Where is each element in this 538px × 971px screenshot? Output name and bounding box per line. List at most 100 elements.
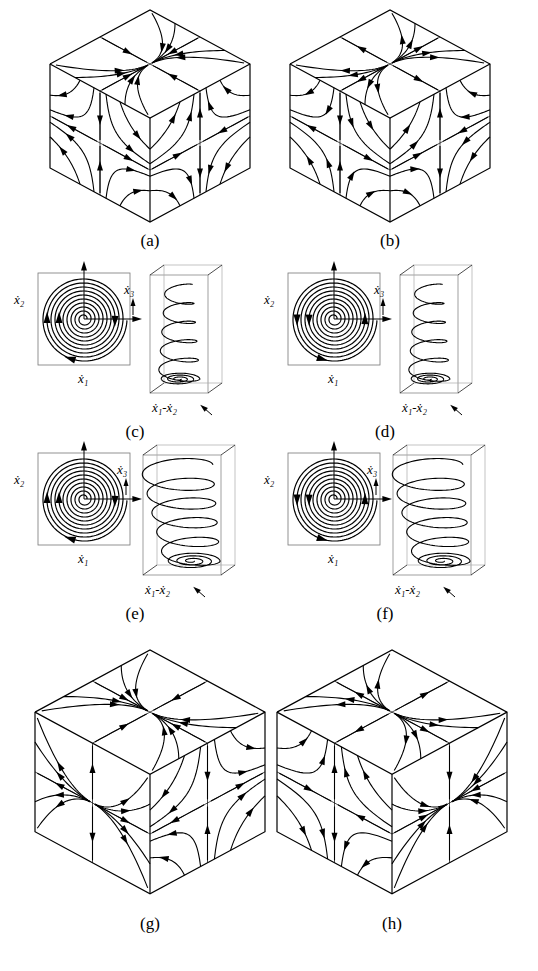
- arrowhead: [134, 75, 140, 85]
- trajectory: [290, 80, 320, 95]
- trajectory: [102, 38, 147, 62]
- arrowhead: [119, 693, 129, 700]
- trajectory: [102, 66, 147, 90]
- trajectory: [290, 122, 334, 192]
- arrowhead: [410, 166, 420, 172]
- box-edge: [458, 265, 472, 275]
- arrowhead: [437, 169, 443, 179]
- arrowhead: [344, 841, 350, 851]
- trajectory: [152, 57, 244, 63]
- trajectory: [341, 747, 392, 827]
- face-midline: [335, 681, 450, 743]
- trajectory: [35, 742, 90, 802]
- trajectory: [342, 38, 387, 62]
- trajectory: [392, 145, 437, 169]
- axis-label: ẋ₃: [374, 283, 384, 297]
- arrowhead: [337, 115, 343, 125]
- arrowhead: [366, 191, 376, 198]
- phase-spiral: [288, 261, 392, 365]
- cube-outline: [277, 712, 507, 774]
- arrowhead: [430, 54, 440, 60]
- trajectory: [446, 88, 490, 117]
- arrowhead: [56, 772, 65, 781]
- trajectory: [56, 65, 148, 71]
- arrowhead: [307, 125, 317, 132]
- helix-trajectory: [159, 284, 200, 384]
- trajectory: [279, 773, 331, 801]
- arrowhead: [363, 770, 370, 780]
- arrowhead: [132, 316, 142, 322]
- arrowhead: [159, 856, 169, 862]
- arrowhead: [468, 91, 478, 98]
- axis-label: ẋ₃: [124, 283, 134, 297]
- axis-line: [334, 319, 386, 320]
- arrowhead: [168, 191, 177, 200]
- arrowhead: [357, 46, 367, 53]
- trajectory: [337, 682, 389, 710]
- arrowhead: [218, 126, 228, 133]
- trajectory: [120, 102, 150, 149]
- trajectory: [50, 88, 94, 117]
- trajectory: [50, 122, 94, 192]
- arrowhead: [171, 693, 181, 700]
- arrowhead: [400, 34, 406, 44]
- box-edge: [208, 383, 222, 393]
- arrowhead: [120, 834, 127, 844]
- arrowhead: [348, 118, 354, 128]
- box-edge: [143, 445, 157, 455]
- cube-outline: [35, 650, 265, 894]
- arrowhead: [413, 46, 423, 53]
- axis-label: ẋ₂: [14, 473, 24, 487]
- arrowhead: [340, 68, 350, 74]
- trajectory: [95, 714, 147, 742]
- arrowhead: [133, 189, 143, 195]
- arrowhead: [319, 828, 325, 838]
- arrowhead: [44, 492, 51, 503]
- trajectory: [338, 805, 390, 833]
- arrowhead: [132, 688, 138, 698]
- phase-cube: [277, 650, 507, 894]
- arrowhead: [120, 816, 130, 823]
- trajectory: [220, 80, 250, 95]
- arrowhead: [409, 141, 418, 150]
- arrowhead: [303, 784, 313, 791]
- trajectory: [394, 713, 406, 770]
- arrowhead: [361, 859, 370, 868]
- face-midline: [93, 681, 208, 743]
- box-edge: [393, 565, 407, 575]
- spiral-trajectory: [43, 459, 127, 541]
- arrowhead: [55, 492, 62, 503]
- trajectory: [95, 804, 150, 864]
- trajectory: [452, 742, 507, 802]
- trajectory: [346, 94, 390, 164]
- arrowhead: [336, 701, 346, 707]
- axis-line: [84, 319, 136, 320]
- trajectory: [443, 117, 488, 141]
- arrowhead: [471, 784, 481, 791]
- trajectory: [52, 117, 97, 141]
- trajectory: [378, 654, 390, 711]
- arrowhead: [126, 166, 136, 172]
- arrowhead: [197, 108, 203, 118]
- arrowhead: [439, 717, 449, 723]
- arrowhead: [331, 261, 337, 271]
- axis-label: ẋ₁: [328, 552, 338, 566]
- arrowhead: [361, 493, 368, 504]
- arrowhead: [125, 144, 134, 153]
- arrowhead: [131, 298, 136, 306]
- trajectory: [214, 779, 265, 859]
- trajectory: [292, 117, 337, 141]
- arrowhead: [355, 725, 365, 732]
- arrowhead: [186, 175, 192, 185]
- arrowhead: [326, 158, 332, 168]
- panel-label: (d): [375, 423, 395, 442]
- panel-label: (h): [382, 915, 402, 934]
- trajectory: [277, 796, 312, 851]
- phase-box: [124, 445, 236, 597]
- trajectory: [343, 145, 388, 169]
- trajectory: [152, 805, 204, 833]
- arrowhead: [81, 441, 87, 451]
- box-edge: [150, 383, 164, 393]
- trajectory: [153, 66, 198, 90]
